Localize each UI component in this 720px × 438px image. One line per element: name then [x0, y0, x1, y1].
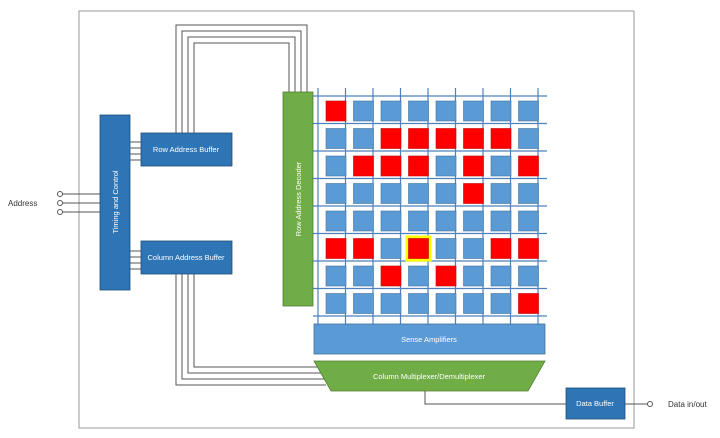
memory-cell: [435, 238, 457, 259]
memory-cell: [518, 265, 539, 287]
memory-cell: [490, 155, 512, 177]
data-io-label: Data in/out: [668, 400, 707, 409]
memory-cell: [380, 183, 402, 204]
address-pin-3: [57, 209, 63, 215]
memory-cell: [353, 128, 374, 149]
column-buffer-to-mux-wires: [175, 274, 326, 386]
memory-cell: [518, 100, 539, 122]
memory-cell: [408, 183, 429, 204]
column-multiplexer-label: Column Multiplexer/Demultiplexer: [373, 372, 486, 381]
memory-cell-set: [380, 155, 402, 177]
data-buffer: [565, 387, 626, 420]
memory-cell: [325, 265, 347, 287]
memory-cell: [463, 238, 484, 259]
data-io-pin: [647, 401, 653, 407]
address-label: Address: [8, 199, 37, 208]
address-pins: [57, 191, 100, 215]
memory-cell-set: [325, 238, 347, 259]
memory-cell-set: [353, 155, 374, 177]
memory-cell: [353, 210, 374, 232]
timing-to-buffer-wires: [130, 141, 141, 270]
row-buffer-to-decoder-wires: [175, 24, 308, 133]
address-pin-1: [57, 191, 63, 197]
memory-cell: [380, 100, 402, 122]
row-address-decoder-label: Row Address Decoder: [294, 161, 303, 236]
memory-cell: [435, 155, 457, 177]
memory-cell-set: [518, 238, 539, 259]
memory-cell: [435, 183, 457, 204]
column-address-buffer-label: Column Address Buffer: [148, 253, 225, 262]
memory-cell: [408, 100, 429, 122]
memory-array-cells: [325, 100, 539, 314]
memory-cell: [353, 183, 374, 204]
memory-cell-set: [325, 100, 347, 122]
memory-cell-set: [518, 293, 539, 314]
memory-cell-set: [490, 238, 512, 259]
memory-cell: [353, 265, 374, 287]
memory-cell: [435, 293, 457, 314]
memory-cell: [518, 210, 539, 232]
selected-memory-cell: [408, 238, 429, 259]
memory-cell-set: [380, 128, 402, 149]
memory-cell: [490, 183, 512, 204]
memory-cell: [325, 210, 347, 232]
timing-control-block: [99, 114, 131, 291]
row-address-buffer-label: Row Address Buffer: [153, 145, 220, 154]
memory-cell: [518, 183, 539, 204]
memory-cell: [325, 293, 347, 314]
memory-cell-set: [490, 128, 512, 149]
memory-cell: [463, 265, 484, 287]
row-address-decoder: [282, 91, 314, 307]
column-address-buffer: [140, 240, 233, 275]
memory-cell: [380, 238, 402, 259]
memory-cell-set: [353, 238, 374, 259]
memory-cell: [435, 100, 457, 122]
memory-cell: [325, 155, 347, 177]
memory-cell: [408, 293, 429, 314]
memory-cell-set: [518, 155, 539, 177]
memory-cell: [490, 293, 512, 314]
memory-array-grid: [313, 88, 547, 324]
memory-cell: [435, 210, 457, 232]
memory-cell: [463, 210, 484, 232]
memory-cell: [490, 265, 512, 287]
memory-cell-set: [380, 265, 402, 287]
data-buffer-label: Data Buffer: [576, 399, 614, 408]
sense-amplifiers: [313, 323, 546, 355]
memory-cell: [353, 293, 374, 314]
memory-cell-set: [408, 128, 429, 149]
timing-control-label: Timing and Control: [111, 170, 120, 233]
row-address-buffer: [140, 132, 233, 167]
memory-cell: [490, 210, 512, 232]
memory-cell: [325, 183, 347, 204]
memory-cell: [408, 265, 429, 287]
memory-cell-set: [435, 128, 457, 149]
memory-cell: [463, 100, 484, 122]
address-pin-2: [57, 200, 63, 206]
memory-cell: [380, 293, 402, 314]
sense-amplifiers-label: Sense Amplifiers: [401, 335, 457, 344]
memory-cell: [353, 100, 374, 122]
memory-cell-set: [463, 128, 484, 149]
outer-frame: [78, 10, 635, 429]
memory-cell-set: [463, 183, 484, 204]
memory-cell: [408, 210, 429, 232]
memory-cell: [490, 100, 512, 122]
mux-to-data-buffer-wire: [424, 391, 566, 405]
memory-cell: [518, 128, 539, 149]
memory-cell: [463, 293, 484, 314]
memory-cell-set: [463, 155, 484, 177]
memory-cell: [380, 210, 402, 232]
column-multiplexer: [313, 360, 546, 392]
memory-cell-set: [408, 155, 429, 177]
memory-cell-set: [435, 265, 457, 287]
memory-cell: [325, 128, 347, 149]
